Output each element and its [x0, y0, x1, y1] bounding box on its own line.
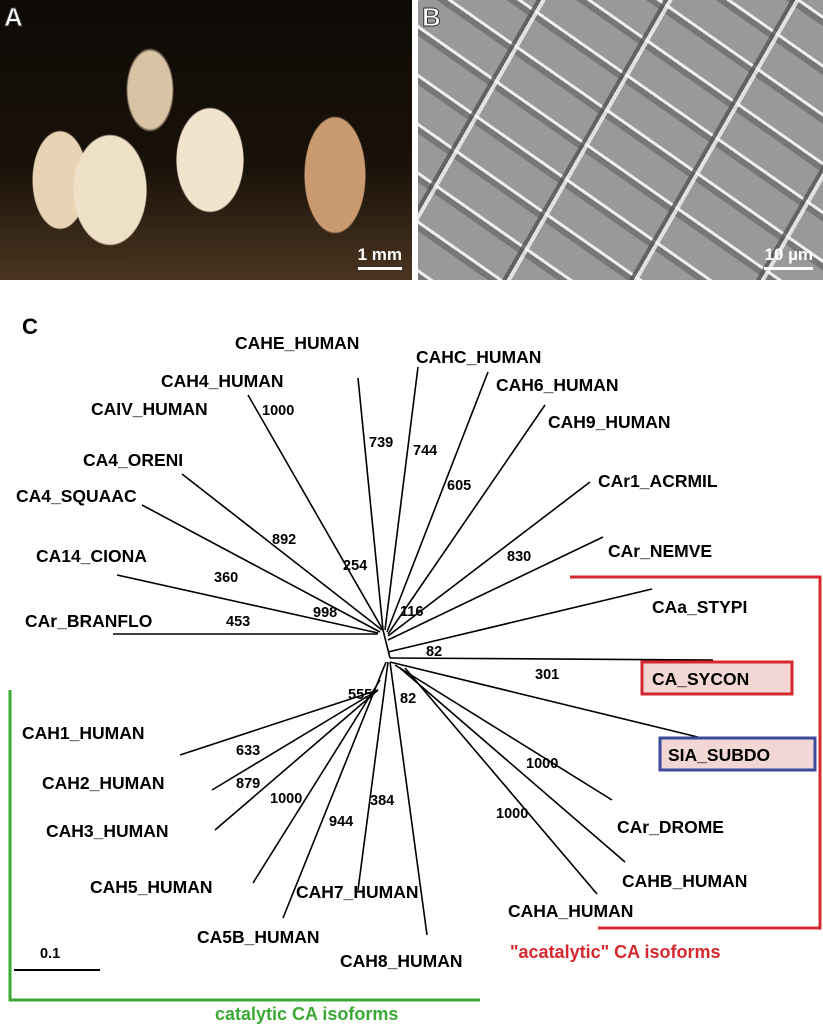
sem-panel-b: B 10 µm [418, 0, 823, 280]
leaf-label: CA_SYCON [652, 669, 749, 689]
branch [357, 661, 389, 891]
bootstrap-value: 555 [348, 687, 372, 703]
branch [389, 657, 714, 661]
branch [404, 667, 598, 895]
bootstrap-value: 384 [370, 793, 394, 809]
leaf-label: CAa_STYPI [652, 597, 747, 617]
leaf-label: CAH4_HUMAN [161, 371, 284, 391]
bootstrap-value: 892 [272, 532, 296, 548]
subdo-highlight-box [658, 736, 817, 772]
bootstrap-value: 830 [507, 549, 531, 565]
scale-bar-label: 0.1 [40, 946, 60, 962]
panel-label-a: A [4, 2, 24, 33]
leaf-label: CAH6_HUMAN [496, 375, 619, 395]
scale-text-a: 1 mm [357, 245, 402, 264]
acatalytic-group-label: "acatalytic" CA isoforms [510, 942, 720, 962]
branch [357, 377, 384, 631]
leaf-label: CAHE_HUMAN [235, 333, 359, 353]
catalytic-bracket [8, 690, 480, 1002]
branch [181, 473, 383, 631]
branch [394, 664, 613, 801]
branch [386, 371, 489, 633]
leaf-label: CAr_BRANFLO [25, 611, 152, 631]
branch [389, 661, 711, 741]
leaf-label: CAH9_HUMAN [548, 412, 671, 432]
bootstrap-value: 301 [535, 667, 559, 683]
bootstrap-value: 82 [400, 691, 416, 707]
panel-label-c: C [22, 314, 38, 339]
branch [387, 536, 604, 641]
bootstrap-values: 1000 739 744 605 830 892 254 360 998 453… [214, 403, 559, 830]
leaf-labels: CAHE_HUMAN CAHC_HUMAN CAH6_HUMAN CAH9_HU… [16, 333, 770, 971]
leaf-label: CAH5_HUMAN [90, 877, 213, 897]
leaf-label: CAH2_HUMAN [42, 773, 165, 793]
bootstrap-value: 116 [400, 604, 423, 620]
leaf-label: CAHC_HUMAN [416, 347, 541, 367]
catalytic-group-label: catalytic CA isoforms [215, 1004, 398, 1024]
scale-bar-a: 1 mm [357, 245, 402, 270]
sycon-highlight-box [640, 660, 794, 696]
branch [116, 574, 379, 634]
leaf-label: CA4_SQUAAC [16, 486, 137, 506]
branch [387, 404, 546, 635]
branch [214, 689, 379, 831]
bootstrap-value: 879 [236, 776, 260, 792]
photo-panel-a: A 1 mm [0, 0, 412, 280]
branch [387, 588, 653, 653]
scale-bar-b: 10 µm [764, 245, 813, 270]
bootstrap-value: 605 [447, 478, 471, 494]
branch [399, 667, 626, 863]
leaf-label: CAH8_HUMAN [340, 951, 463, 971]
branch [141, 504, 381, 633]
leaf-label: CAr1_ACRMIL [598, 471, 718, 491]
leaf-label: SIA_SUBDO [668, 745, 770, 765]
leaf-label: CA14_CIONA [36, 546, 147, 566]
bootstrap-value: 744 [413, 443, 437, 459]
leaf-label: CAHB_HUMAN [622, 871, 747, 891]
leaf-label: CAr_DROME [617, 817, 724, 837]
branch [179, 689, 379, 756]
branch [387, 481, 591, 637]
bootstrap-value: 739 [369, 435, 393, 451]
branch [247, 394, 384, 631]
bootstrap-value: 360 [214, 570, 238, 586]
leaf-label: CAIV_HUMAN [91, 399, 208, 419]
leaf-label: CAH1_HUMAN [22, 723, 145, 743]
acatalytic-bracket [570, 575, 822, 930]
bootstrap-value: 633 [236, 743, 260, 759]
bootstrap-value: 1000 [496, 806, 528, 822]
branch [211, 689, 379, 791]
leaf-label: CAH3_HUMAN [46, 821, 169, 841]
leaf-label: CAH7_HUMAN [296, 882, 419, 902]
branch [384, 366, 419, 631]
bootstrap-value: 453 [226, 614, 250, 630]
bootstrap-value: 1000 [526, 756, 558, 772]
bootstrap-value: 1000 [262, 403, 294, 419]
leaf-label: CAHA_HUMAN [508, 901, 633, 921]
branch [282, 661, 387, 919]
bootstrap-value: 944 [329, 814, 353, 830]
leaf-label: CAr_NEMVE [608, 541, 712, 561]
branch [252, 679, 381, 884]
panel-label-b: B [422, 2, 442, 33]
leaf-label: CA5B_HUMAN [197, 927, 320, 947]
bootstrap-value: 1000 [270, 791, 302, 807]
branch [382, 629, 391, 659]
scale-text-b: 10 µm [764, 245, 813, 264]
bootstrap-value: 254 [343, 558, 367, 574]
bootstrap-value: 82 [426, 644, 442, 660]
tree-branches [113, 366, 714, 936]
branch [389, 661, 428, 936]
leaf-label: CA4_ORENI [83, 450, 183, 470]
bootstrap-value: 998 [313, 605, 337, 621]
